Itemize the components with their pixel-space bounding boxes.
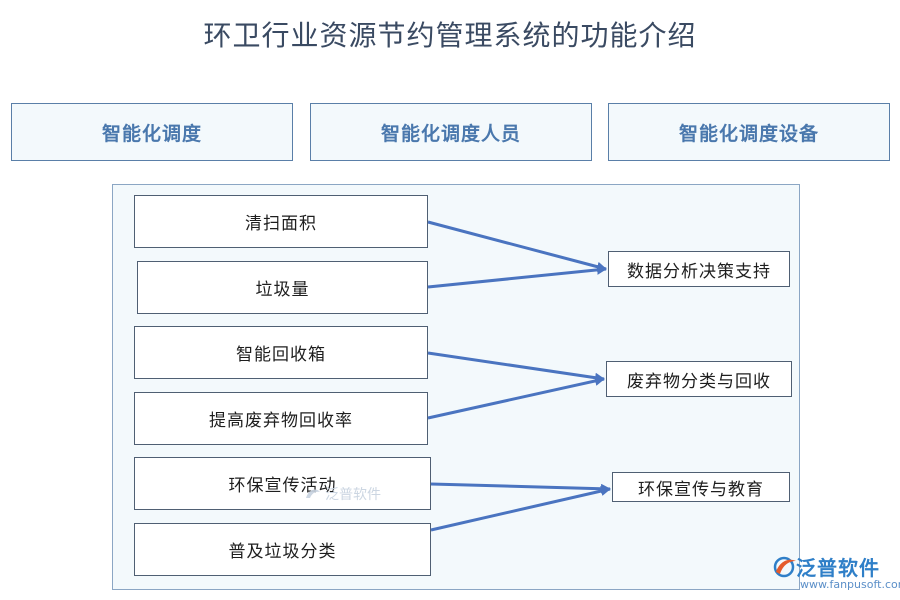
source-box-improve-recycling-rate: 提高废弃物回收率 (134, 392, 428, 445)
source-box-garbage-volume: 垃圾量 (137, 261, 428, 314)
source-box-garbage-sorting: 普及垃圾分类 (134, 523, 431, 576)
source-box-cleaning-area: 清扫面积 (134, 195, 428, 248)
brand-url: www.fanpusoft.com (800, 578, 900, 591)
brand-logo: 泛普软件 www.fanpusoft.com (768, 550, 900, 598)
target-box-data-analysis: 数据分析决策支持 (608, 251, 790, 287)
top-box-dispatch: 智能化调度 (11, 103, 293, 161)
page-title: 环卫行业资源节约管理系统的功能介绍 (203, 19, 697, 52)
target-box-waste-sorting: 废弃物分类与回收 (606, 361, 792, 397)
target-box-env-education: 环保宣传与教育 (612, 472, 790, 502)
brand-name: 泛普软件 (796, 556, 880, 580)
source-box-smart-recycling-bin: 智能回收箱 (134, 326, 428, 379)
source-box-env-campaign: 环保宣传活动 (134, 457, 431, 510)
top-box-dispatch-equipment: 智能化调度设备 (608, 103, 890, 161)
watermark-text: 泛普软件 (325, 487, 381, 503)
watermark-center: 泛普软件 (304, 484, 381, 504)
top-box-dispatch-staff: 智能化调度人员 (310, 103, 592, 161)
watermark-logo-icon (306, 489, 320, 498)
brand-logo-icon (773, 556, 796, 578)
